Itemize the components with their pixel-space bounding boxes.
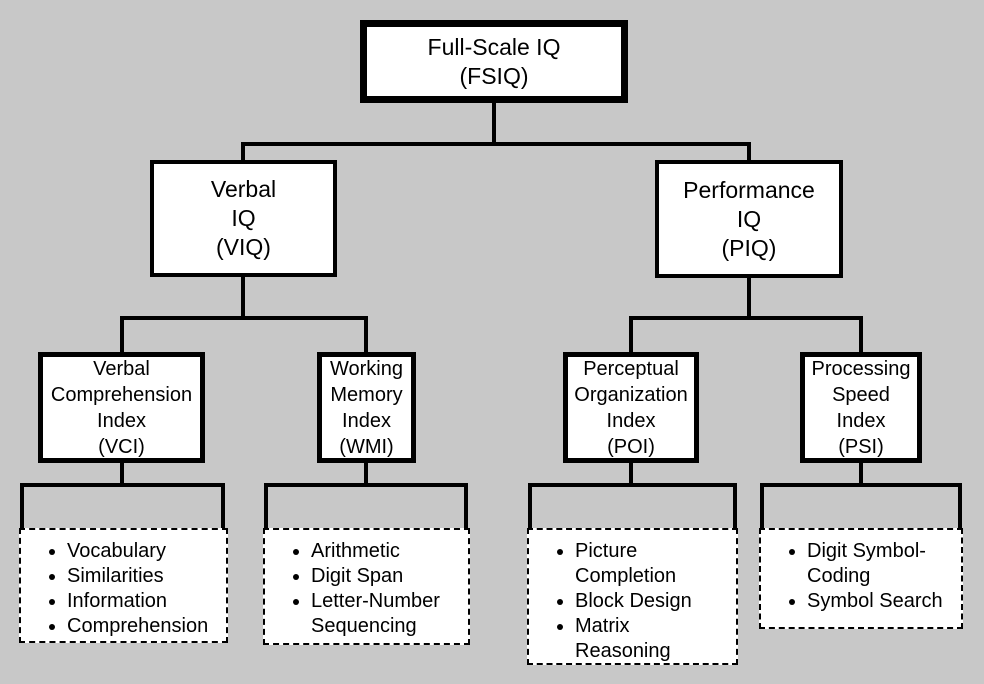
subtest-item: Arithmetic [311,539,458,564]
subtest-item: Picture Completion [575,539,726,589]
node-verbal-comprehension-index: Verbal Comprehension Index (VCI) [38,352,205,463]
node-label-line: Comprehension [50,383,193,406]
connector-psi-up [859,316,863,352]
node-label-line: (PSI) [838,435,884,458]
node-label-line: IQ [736,205,762,232]
subtest-list: VocabularySimilaritiesInformationCompreh… [21,530,226,639]
connector-wmi-up [364,316,368,352]
subtest-list: ArithmeticDigit SpanLetter-Number Sequen… [265,530,468,639]
node-label-line: (POI) [607,435,655,458]
node-label-line: Speed [832,383,890,406]
connector-vci-up [120,316,124,352]
node-working-memory-index: Working Memory Index (WMI) [317,352,416,463]
connector-fsiq-down [492,103,496,146]
subtest-item: Symbol Search [807,589,951,614]
subtest-item: Information [67,589,216,614]
connector-level1-horizontal [241,142,751,146]
subtest-item: Similarities [67,564,216,589]
node-label-line: (PIQ) [721,234,777,261]
node-label-line: Verbal [93,357,150,380]
connector-vci-down [120,463,124,483]
node-label-line: Performance [683,176,815,203]
subtest-item: Digit Span [311,564,458,589]
node-label-line: Index [97,409,146,432]
connector-piq-horizontal [629,316,863,320]
bracket-poi [528,483,737,528]
connector-piq-down [747,278,751,320]
node-label-line: Index [342,409,391,432]
subtest-list: Digit Symbol-CodingSymbol Search [761,530,961,614]
subtest-item: Digit Symbol-Coding [807,539,951,589]
connector-viq-horizontal [120,316,368,320]
node-label-line: Working [330,357,403,380]
node-full-scale-iq: Full-Scale IQ (FSIQ) [360,20,628,103]
connector-psi-down [859,463,863,483]
subtest-item: Matrix Reasoning [575,614,726,664]
bracket-wmi [264,483,468,528]
node-label-line: (WMI) [339,435,394,458]
node-verbal-iq: Verbal IQ (VIQ) [150,160,337,277]
node-label-line: Processing [811,357,911,380]
node-label-line: Organization [574,383,688,406]
node-performance-iq: Performance IQ (PIQ) [655,160,843,278]
subtest-list-vci: VocabularySimilaritiesInformationCompreh… [19,528,228,643]
node-processing-speed-index: Processing Speed Index (PSI) [800,352,922,463]
connector-wmi-down [364,463,368,483]
node-label-line: Index [836,409,886,432]
node-label-line: (FSIQ) [459,62,529,89]
subtest-list-psi: Digit Symbol-CodingSymbol Search [759,528,963,629]
subtest-list: Picture CompletionBlock DesignMatrix Rea… [529,530,736,664]
subtest-item: Vocabulary [67,539,216,564]
node-label-line: Full-Scale IQ [427,33,561,60]
subtest-item: Comprehension [67,614,216,639]
node-label-line: IQ [231,205,256,231]
connector-viq-up [241,142,245,160]
bracket-vci [20,483,225,528]
node-label-line: Verbal [210,176,277,202]
bracket-psi [760,483,962,528]
node-label-line: Perceptual [583,357,679,380]
node-label-line: Memory [330,383,403,406]
subtest-list-wmi: ArithmeticDigit SpanLetter-Number Sequen… [263,528,470,645]
connector-poi-up [629,316,633,352]
subtest-list-poi: Picture CompletionBlock DesignMatrix Rea… [527,528,738,665]
node-label-line: Index [606,409,656,432]
node-label-line: (VCI) [98,435,145,458]
node-label-line: (VIQ) [216,234,271,260]
connector-poi-down [629,463,633,483]
subtest-item: Letter-Number Sequencing [311,589,458,639]
connector-piq-up [747,142,751,160]
node-perceptual-organization-index: Perceptual Organization Index (POI) [563,352,699,463]
connector-viq-down [241,277,245,320]
subtest-item: Block Design [575,589,726,614]
